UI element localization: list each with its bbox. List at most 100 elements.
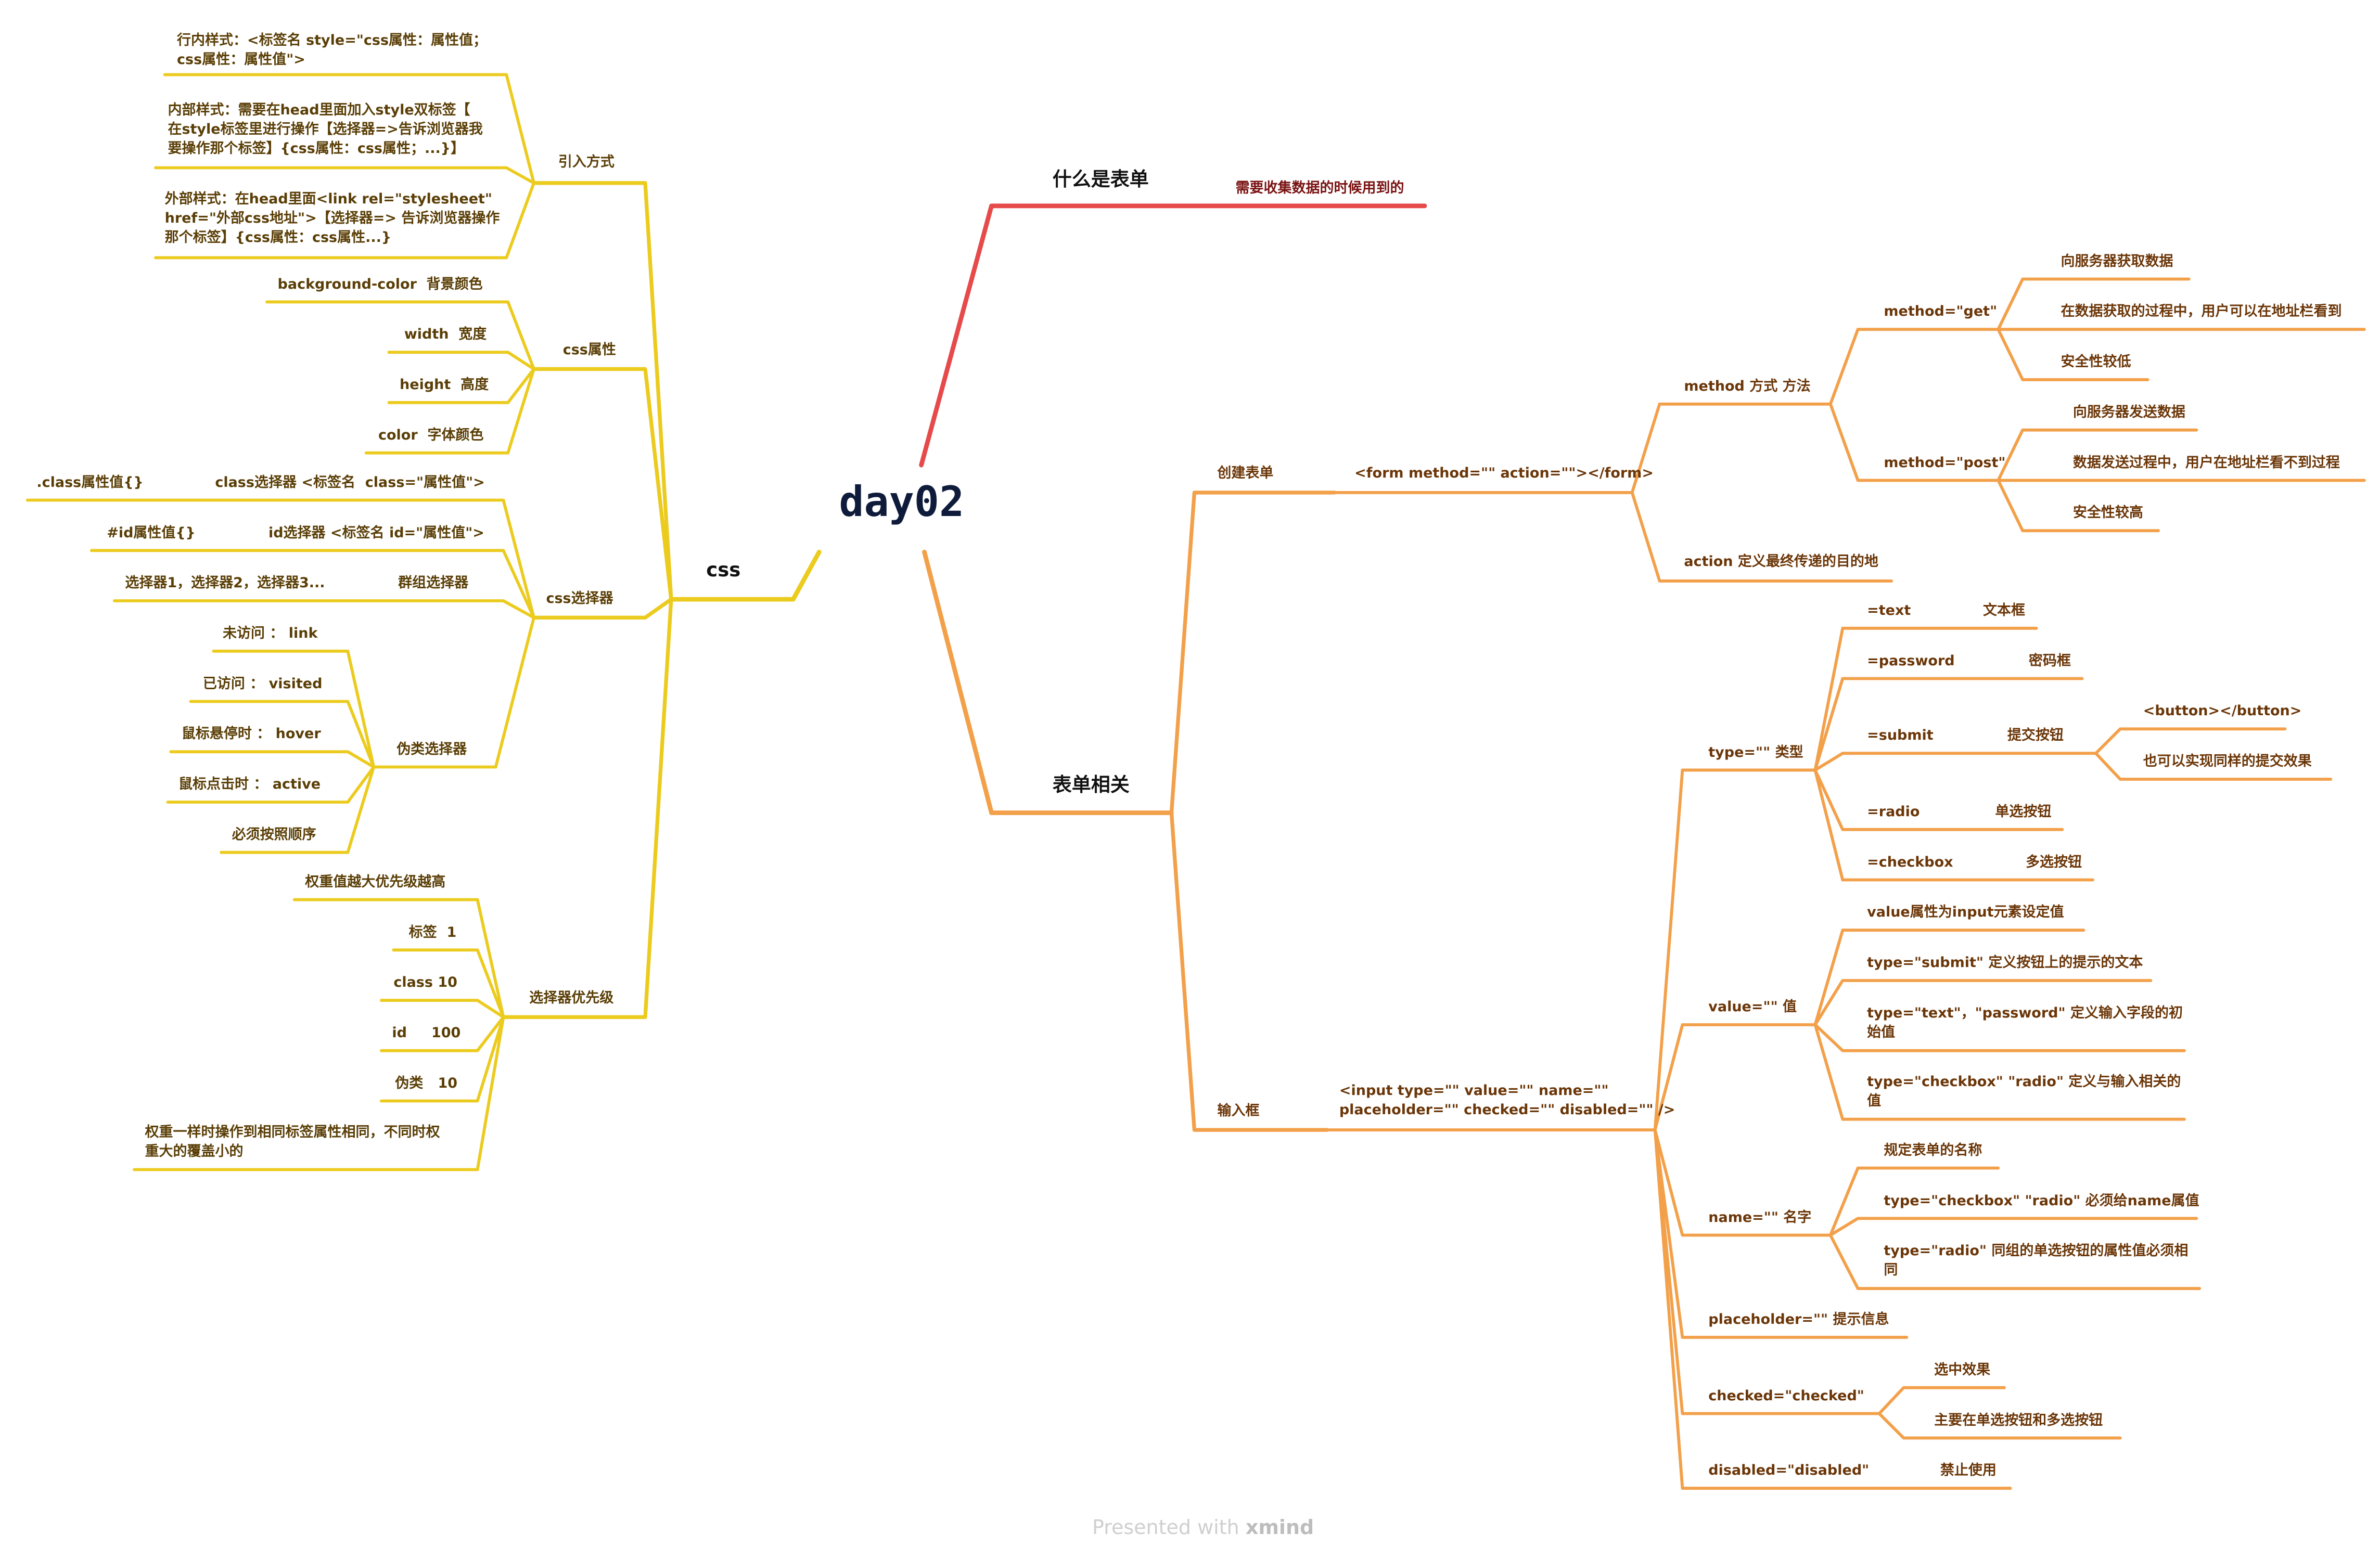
line-form-what <box>919 203 1427 468</box>
node-action[interactable]: action 定义最终传递的目的地 <box>1684 553 1878 570</box>
branch-line <box>1813 626 2097 882</box>
branch-line <box>133 898 505 1171</box>
line-form-related <box>922 549 1174 815</box>
node-value-1[interactable]: value属性为input元素设定值 <box>1867 904 2064 921</box>
node-checked-1[interactable]: 选中效果 <box>1934 1361 1991 1378</box>
node-value-2[interactable]: type="submit" 定义按钮上的提示的文本 <box>1867 955 2143 971</box>
node-post[interactable]: method="post" <box>1884 454 2006 471</box>
branch-line <box>1813 929 2186 1121</box>
node-height[interactable]: height 高度 <box>400 377 489 393</box>
node-priority-tag[interactable]: 标签 1 <box>408 924 457 940</box>
node-type-radio[interactable]: =radio <box>1867 803 1920 820</box>
node-post-1[interactable]: 向服务器发送数据 <box>2072 404 2185 420</box>
node-checked-2[interactable]: 主要在单选按钮和多选按钮 <box>1934 1412 2103 1428</box>
branch-line <box>1877 1386 2122 1440</box>
node-placeholder[interactable]: placeholder="" 提示信息 <box>1708 1311 1889 1328</box>
node-class-selector[interactable]: class选择器 <标签名 class="属性值"> <box>215 474 485 491</box>
branch-line <box>1997 428 2366 533</box>
node-value[interactable]: value="" 值 <box>1708 999 1797 1015</box>
node-name[interactable]: name="" 名字 <box>1708 1209 1812 1226</box>
node-type-password[interactable]: =password <box>1867 652 1955 669</box>
node-pseudo[interactable]: 伪类选择器 <box>396 741 467 757</box>
node-disabled-desc[interactable]: 禁止使用 <box>1940 1462 1997 1479</box>
node-id-value[interactable]: #id属性值{} <box>107 524 196 541</box>
node-priority-class[interactable]: class 10 <box>393 974 457 991</box>
branch-line <box>2094 727 2333 781</box>
node-priority-id[interactable]: id 100 <box>392 1025 461 1041</box>
node-type-radio-desc[interactable]: 单选按钮 <box>1995 803 2052 820</box>
branch-line <box>1828 1166 2202 1291</box>
node-priority[interactable]: 选择器优先级 <box>529 989 614 1006</box>
node-group-value[interactable]: 选择器1，选择器2，选择器3... <box>125 575 325 591</box>
node-priority-override[interactable]: 权重一样时操作到相同标签属性相同，不同时权 重大的覆盖小的 <box>145 1124 440 1159</box>
node-css-props[interactable]: css属性 <box>562 341 616 358</box>
node-what-desc[interactable]: 需要收集数据的时候用到的 <box>1235 179 1404 196</box>
node-type[interactable]: type="" 类型 <box>1708 744 1803 760</box>
node-class-value[interactable]: .class属性值{} <box>36 474 144 491</box>
node-pseudo-visited[interactable]: 已访问 ： visited <box>202 675 323 692</box>
node-post-2[interactable]: 数据发送过程中，用户在地址栏看不到过程 <box>2072 454 2340 471</box>
node-external-style[interactable]: 外部样式：在head里面<link rel="stylesheet" href=… <box>164 190 500 246</box>
node-type-submit[interactable]: =submit <box>1867 727 1934 744</box>
node-bgcolor[interactable]: background-color 背景颜色 <box>277 276 483 292</box>
branch-line <box>1169 491 1337 1132</box>
branch-line <box>1653 768 1909 1490</box>
node-pseudo-link[interactable]: 未访问 ： link <box>222 625 318 641</box>
node-get-2[interactable]: 在数据获取的过程中，用户可以在地址栏看到 <box>2061 303 2342 320</box>
node-disabled[interactable]: disabled="disabled" <box>1708 1462 1870 1479</box>
node-name-2[interactable]: type="checkbox" "radio" 必须给name属值 <box>1884 1192 2199 1209</box>
node-width[interactable]: width 宽度 <box>404 326 487 343</box>
node-value-3[interactable]: type="text"，"password" 定义输入字段的初 始值 <box>1867 1004 2183 1040</box>
node-get-1[interactable]: 向服务器获取数据 <box>2061 253 2173 269</box>
branch-line <box>154 73 535 260</box>
node-button-tag[interactable]: <button></button> <box>2143 703 2302 719</box>
node-type-checkbox[interactable]: =checkbox <box>1867 854 1953 870</box>
topic-css[interactable]: css <box>706 558 741 581</box>
node-priority-pseudo[interactable]: 伪类 10 <box>395 1075 458 1091</box>
branch-line <box>1828 328 2000 482</box>
branch-line <box>1333 402 1893 583</box>
node-type-submit-desc[interactable]: 提交按钮 <box>2007 727 2064 744</box>
node-pseudo-active[interactable]: 鼠标点击时 ： active <box>178 776 321 793</box>
branch-line <box>265 300 535 455</box>
node-form-tag[interactable]: <form method="" action=""></form> <box>1354 465 1654 482</box>
node-get-3[interactable]: 安全性较低 <box>2061 354 2131 370</box>
node-pseudo-hover[interactable]: 鼠标悬停时 ： hover <box>181 726 321 742</box>
branch-line <box>501 181 673 1019</box>
node-yinru[interactable]: 引入方式 <box>558 154 615 171</box>
node-internal-style[interactable]: 内部样式：需要在head里面加入style双标签【 在style标签里进行操作【… <box>168 102 483 157</box>
node-name-3[interactable]: type="radio" 同组的单选按钮的属性值必须相 同 <box>1884 1243 2189 1279</box>
node-priority-rule[interactable]: 权重值越大优先级越高 <box>305 873 446 890</box>
node-input-tag[interactable]: <input type="" value="" name="" placehol… <box>1339 1082 1675 1118</box>
node-id-selector[interactable]: id选择器 <标签名 id="属性值"> <box>268 524 484 541</box>
footer-prefix: Presented with <box>1092 1515 1239 1539</box>
node-type-password-desc[interactable]: 密码框 <box>2028 652 2071 669</box>
node-checked[interactable]: checked="checked" <box>1708 1387 1864 1404</box>
xmind-logo-text[interactable]: xmind <box>1245 1515 1314 1539</box>
node-create-form[interactable]: 创建表单 <box>1217 465 1274 482</box>
node-selectors[interactable]: css选择器 <box>546 590 613 607</box>
node-type-checkbox-desc[interactable]: 多选按钮 <box>2026 854 2082 870</box>
node-type-text-desc[interactable]: 文本框 <box>1982 602 2025 618</box>
node-method[interactable]: method 方式 方法 <box>1684 378 1811 395</box>
root-topic[interactable]: day02 <box>839 478 965 526</box>
node-group-selector[interactable]: 群组选择器 <box>398 575 469 591</box>
branch-line <box>166 649 376 854</box>
node-pseudo-order[interactable]: 必须按照顺序 <box>232 826 316 843</box>
node-inline-style[interactable]: 行内样式：<标签名 style="css属性：属性值； css属性：属性值"> <box>177 32 488 68</box>
node-post-3[interactable]: 安全性较高 <box>2072 505 2143 521</box>
node-type-text[interactable]: =text <box>1867 602 1911 618</box>
line-css-main <box>669 549 822 602</box>
node-input[interactable]: 输入框 <box>1217 1102 1260 1119</box>
topic-form-related[interactable]: 表单相关 <box>1052 774 1130 796</box>
branch-line <box>25 498 535 769</box>
node-button-desc[interactable]: 也可以实现同样的提交效果 <box>2143 753 2312 770</box>
node-color[interactable]: color 字体颜色 <box>378 427 484 443</box>
node-value-4[interactable]: type="checkbox" "radio" 定义与输入相关的 值 <box>1867 1073 2181 1109</box>
branch-line <box>1997 277 2366 381</box>
node-name-1[interactable]: 规定表单的名称 <box>1884 1142 1982 1158</box>
node-get[interactable]: method="get" <box>1884 303 1998 320</box>
topic-what-is-form[interactable]: 什么是表单 <box>1052 168 1149 191</box>
